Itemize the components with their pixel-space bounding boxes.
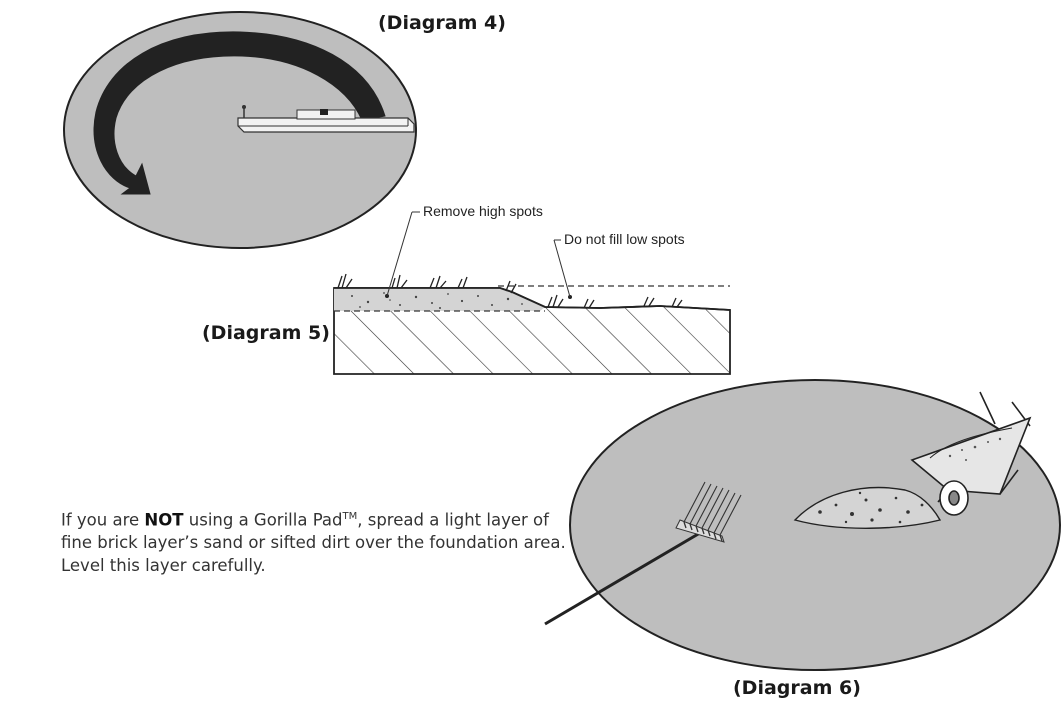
diagram-5 xyxy=(333,211,731,375)
rotation-arrow-icon xyxy=(93,31,386,195)
leveling-board-icon xyxy=(237,105,415,133)
instruction-text: If you are NOT using a Gorilla PadTM, sp… xyxy=(61,505,566,578)
callout-line-high xyxy=(386,211,413,297)
diagram-6-label: (Diagram 6) xyxy=(733,677,861,699)
diagram-4 xyxy=(63,11,417,249)
soil-speckles xyxy=(351,292,523,309)
sand-pile xyxy=(793,486,942,529)
callout-do-not-fill-low-spots: Do not fill low spots xyxy=(564,231,685,247)
rake-icon xyxy=(544,481,742,626)
instruction-prefix: If you are xyxy=(61,510,145,529)
instruction-emphasis: NOT xyxy=(144,510,184,529)
diagram-5-label: (Diagram 5) xyxy=(202,322,330,344)
callout-line-low xyxy=(553,239,571,298)
instruction-suffix: , spread a light layer of fine brick lay… xyxy=(61,510,566,575)
sand-grains xyxy=(818,491,924,524)
diagram-6 xyxy=(544,379,1061,671)
grass-tufts-icon xyxy=(337,273,683,309)
wheelbarrow-icon xyxy=(910,391,1032,516)
callout-remove-high-spots: Remove high spots xyxy=(423,203,543,219)
diagram-4-label: (Diagram 4) xyxy=(378,12,506,34)
instruction-middle: using a Gorilla Pad xyxy=(183,510,343,529)
trademark-mark: TM xyxy=(342,510,358,522)
